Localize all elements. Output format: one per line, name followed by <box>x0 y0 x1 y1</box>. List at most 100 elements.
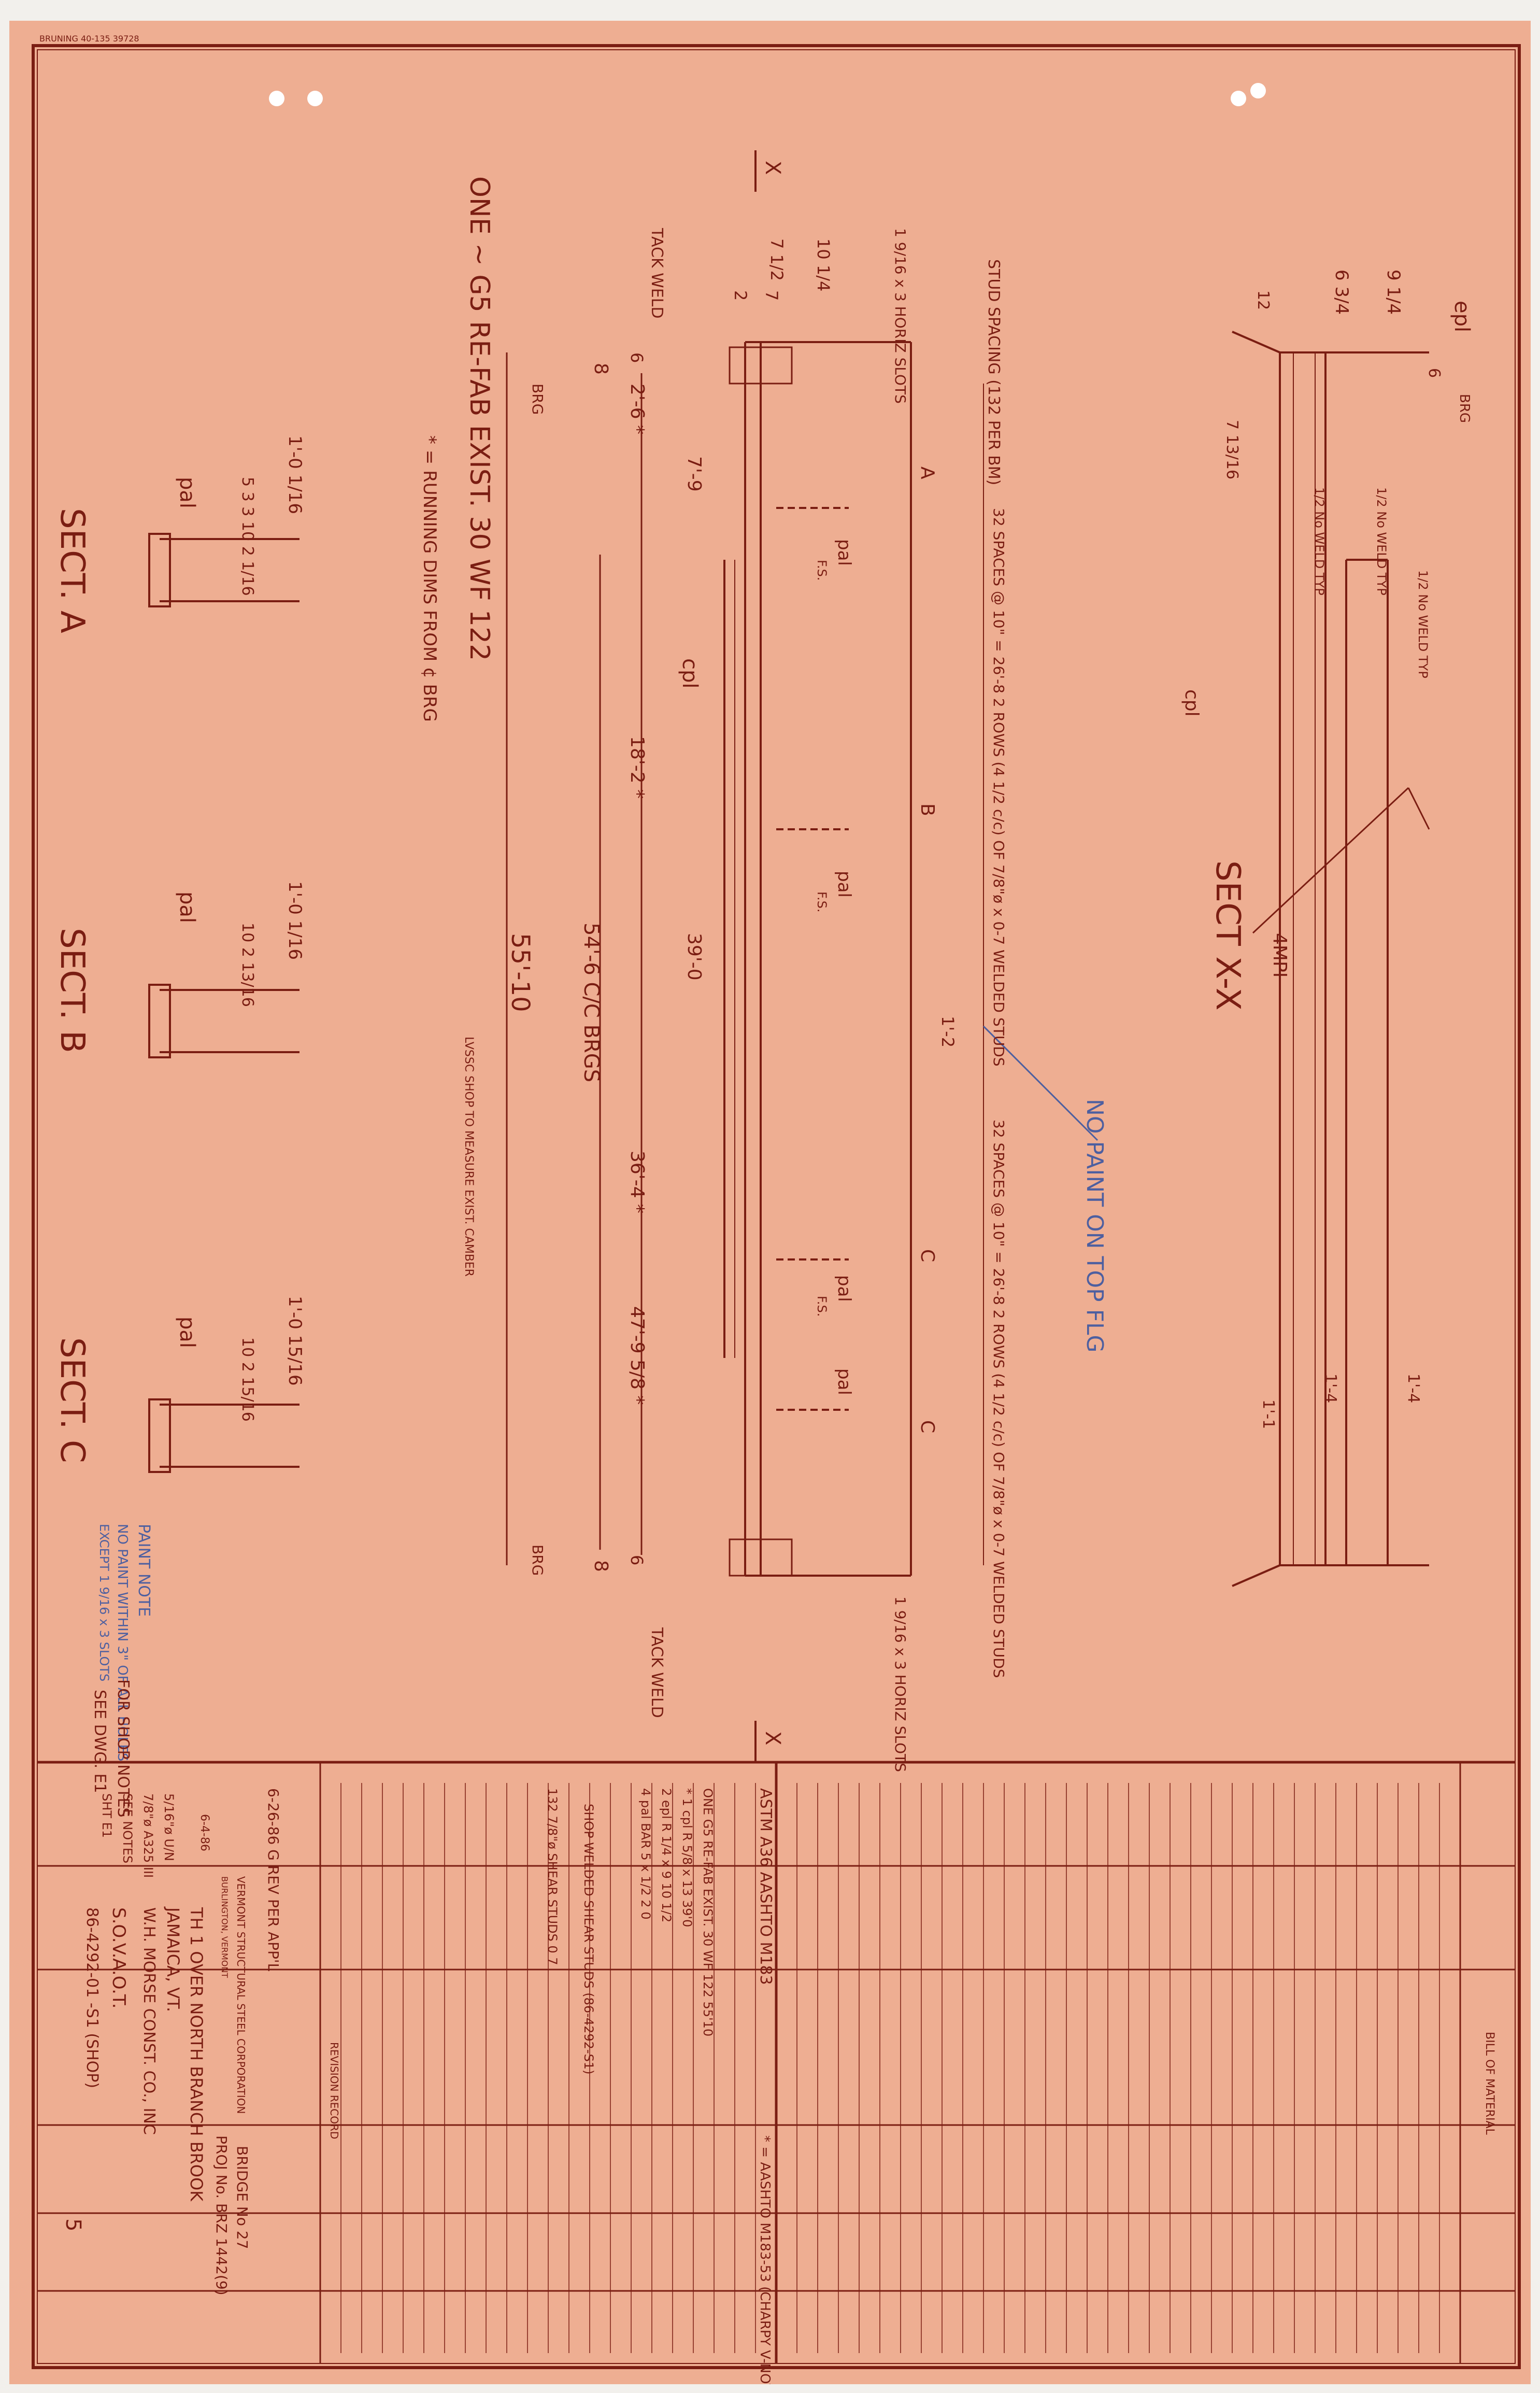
dim-26: 2'-6 * <box>626 384 648 434</box>
fs-label-2: F.S. <box>815 891 829 912</box>
location-line: TH 1 OVER NORTH BRANCH BROOK <box>187 1907 206 2202</box>
elevation-labels: STUD SPACING (132 PER BM) 32 SPACES @ 10… <box>419 161 1108 1772</box>
bom-grid <box>340 1783 1440 2353</box>
studs-line: 132 7/8"ø SHEAR STUDS 0 7 <box>545 1788 560 1965</box>
section-details <box>148 533 300 1473</box>
sect-c-dims: 10 2 15/16 <box>238 1337 256 1422</box>
sheet-ref: SHT E1 <box>99 1793 114 1838</box>
studs-right-note: 32 SPACES @ 10" = 26'-8 2 ROWS (4 1/2 c/… <box>990 1120 1007 1678</box>
title-block <box>37 1761 1515 2363</box>
sect-b-dims: 10 2 13/16 <box>238 923 256 1007</box>
sect-xx-epl-label: epl <box>1450 301 1474 332</box>
bill-of-material-heading: BILL OF MATERIAL <box>1483 2032 1496 2135</box>
sect-xx-brg-label: BRG <box>1457 394 1472 423</box>
project-number: PROJ No. BRZ 1442(9) <box>213 2135 230 2296</box>
sect-xx-dim-64: 6 3/4 <box>1331 270 1352 315</box>
sect-xx-cpl-label: cpl <box>1181 689 1202 717</box>
sect-c-title: SECT. C <box>53 1337 91 1463</box>
bom-aashto-note: * = AASHTO M183-53 (CHARPY V-NOTCH) <box>757 2135 773 2384</box>
tack-weld-top: TACK WELD <box>648 228 666 319</box>
pal-label-2: pal <box>834 871 854 898</box>
paint-spec: SEE NOTES <box>120 1793 135 1863</box>
studs-heading: SHOP WELDED SHEAR STUDS (86-4292-S1) <box>581 1804 596 2074</box>
sect-xx-title: SECT X-X <box>1208 860 1247 1011</box>
dim-7: 7 <box>762 290 781 301</box>
slots-top: 1 9/16 x 3 HORIZ SLOTS <box>892 228 909 404</box>
dim-712: 7 1/2 <box>767 238 787 281</box>
customer-line: W.H. MORSE CONST. CO., INC <box>140 1907 158 2135</box>
sect-xx-mpl-label: 4MPI <box>1269 933 1290 978</box>
sect-xx-no-weld-3: 1/2 No WELD TYP <box>1416 570 1430 678</box>
dim-4798: 47'-9 5/8 * <box>626 1306 648 1405</box>
sect-xx-dim-12: 12 <box>1254 290 1272 310</box>
bom-item-3: 2 epl R 1/4 x 9 10 1/2 <box>659 1788 674 1922</box>
paint-note-line2: EXCEPT 1 9/16 x 3 SLOTS <box>97 1524 111 1681</box>
bom-item-4: 4 pal BAR 5 x 1/2 2 0 <box>638 1788 653 1919</box>
dim-6-bottom: 6 <box>627 1555 647 1565</box>
sect-xx-labels: SECT X-X epl 1/2 No WELD TYP 1/2 No WELD… <box>1181 270 1474 1429</box>
sect-a-dims: 5 3 3 10 2 1/16 <box>238 477 256 596</box>
cpl-label: cpl <box>678 658 702 689</box>
section-mark-c-2: C <box>917 1420 938 1433</box>
pal-label-1: pal <box>834 539 854 566</box>
bridge-number: BRIDGE No 27 <box>234 2146 251 2249</box>
sect-xx-view <box>1232 331 1430 1587</box>
paint-note-title: PAINT NOTE <box>135 1524 153 1617</box>
revision-line: 6-26-86 G REV PER APP'L <box>265 1788 282 1972</box>
fs-label-1: F.S. <box>815 560 829 580</box>
sect-xx-no-weld-2: 1/2 No WELD TYP <box>1374 487 1389 596</box>
x-mark-bottom: X <box>761 1731 785 1745</box>
sheet-stamp: BRUNING 40-135 39728 <box>39 34 139 44</box>
paint-note-line1: NO PAINT WITHIN 3" OF ALL HOLES <box>115 1524 130 1761</box>
town-line: JAMAICA, VT. <box>163 1906 183 2012</box>
job-number: 86-4292-01 -S1 (SHOP) <box>83 1907 101 2088</box>
stud-spacing-label: STUD SPACING (132 PER BM) <box>985 259 1003 485</box>
studs-left-note: 32 SPACES @ 10" = 26'-8 2 ROWS (4 1/2 c/… <box>990 508 1007 1067</box>
section-mark-c-1: C <box>917 1249 938 1262</box>
see-dwg-label: SEE DWG. E1 <box>91 1690 109 1793</box>
material-spec: 7/8"ø A325 III <box>141 1793 155 1878</box>
dim-8-bottom: 8 <box>590 1560 611 1572</box>
sect-c-pal: pal <box>175 1316 199 1348</box>
dim-104: 10 1/4 <box>814 238 833 291</box>
sheet-border <box>32 44 1521 2369</box>
dim-6-top: 6 <box>627 352 647 363</box>
section-mark-b: B <box>917 803 938 816</box>
company-city: BURLINGTON, VERMONT <box>220 1876 230 1978</box>
dim-182: 18'-2 * <box>626 736 648 799</box>
slots-bottom: 1 9/16 x 3 HORIZ SLOTS <box>892 1596 909 1772</box>
running-dims-note: * = RUNNING DIMS FROM ¢ BRG <box>419 435 440 722</box>
architect-line: S.O.V.A.O.T. <box>108 1907 129 2008</box>
revision-record-heading: REVISION RECORD <box>328 2042 340 2139</box>
field-note: LVSSC SHOP TO MEASURE EXIST. CAMBER <box>462 1037 475 1277</box>
dim-390: 39'-0 <box>683 933 705 981</box>
company-name: VERMONT STRUCTURAL STEEL CORPORATION <box>235 1876 247 2114</box>
sect-xx-no-weld-1: 1/2 No WELD TYP <box>1312 487 1327 596</box>
punch-holes <box>269 83 1266 106</box>
sect-xx-dim-716: 7 13/16 <box>1223 420 1241 479</box>
dim-5510: 55'-10 <box>506 933 535 1012</box>
paint-note: PAINT NOTE NO PAINT WITHIN 3" OF ALL HOL… <box>91 1524 153 1817</box>
shop-notes-label: FOR SHOP NOTES <box>114 1679 132 1817</box>
sect-xx-dim-14b: 1'-4 <box>1404 1374 1422 1403</box>
member-label: ONE ~ G5 RE-FAB EXIST. 30 WF 122 <box>464 176 495 661</box>
drawing-sheet: BRUNING 40-135 39728 SECT X-X epl 1/2 No… <box>9 21 1531 2384</box>
brg-label-top: BRG <box>529 384 546 415</box>
section-labels: SECT. A pal 1'-0 1/16 5 3 3 10 2 1/16 SE… <box>53 435 305 1463</box>
pal-label-4: pal <box>834 1368 854 1395</box>
sect-b-pal: pal <box>175 891 199 923</box>
sect-a-pal: pal <box>175 477 199 508</box>
sect-c-dim-1016: 1'-0 15/16 <box>284 1296 305 1386</box>
no-paint-note: NO PAINT ON TOP FLG <box>1081 1099 1108 1353</box>
sect-b-dim-1016: 1'-0 1/16 <box>284 881 305 960</box>
dim-79: 7'-9 <box>683 456 705 492</box>
dim-546: 54'-6 C/C BRGS <box>579 923 603 1082</box>
bom-item-1: ONE G5 RE-FAB EXIST. 30 WF 122 55'10 <box>701 1788 715 2036</box>
weld-spec: 5/16"ø U/N <box>162 1793 176 1861</box>
tack-weld-bottom: TACK WELD <box>648 1627 666 1718</box>
sect-xx-dim-11: 1'-1 <box>1259 1399 1277 1429</box>
pal-label-3: pal <box>834 1275 854 1302</box>
sect-xx-dim-94: 9 1/4 <box>1383 270 1404 315</box>
drawn-date: 6-4-86 <box>198 1814 211 1851</box>
brg-label-bottom: BRG <box>529 1545 546 1576</box>
